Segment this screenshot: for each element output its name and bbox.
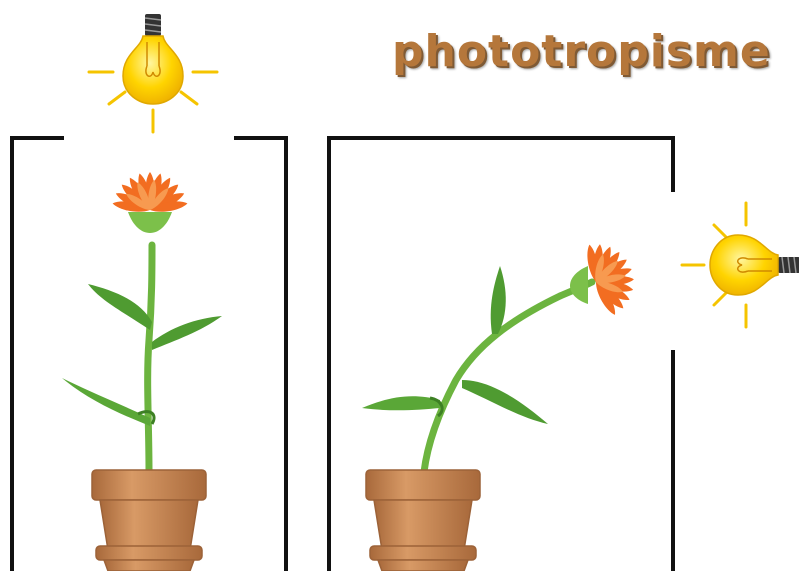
- leaf: [62, 378, 150, 426]
- flower-head: [112, 172, 188, 214]
- top-light-bulb-icon: [89, 14, 217, 132]
- leaf: [362, 396, 440, 410]
- flower-pot: [366, 470, 480, 571]
- flower-pot: [92, 470, 206, 571]
- flower-head: [579, 233, 645, 319]
- leaf: [462, 380, 548, 424]
- leaf: [88, 284, 152, 330]
- bent-plant: [362, 233, 645, 571]
- leaf: [152, 316, 222, 350]
- leaf: [491, 266, 506, 334]
- side-light-bulb-icon: [682, 203, 799, 327]
- upright-plant: [62, 172, 222, 571]
